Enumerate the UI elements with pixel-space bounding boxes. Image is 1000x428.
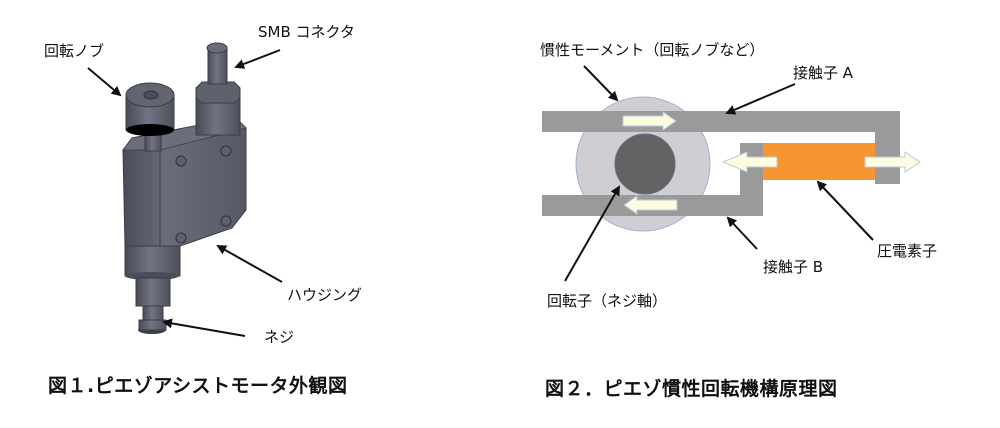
figure2-caption: 図２．ピエゾ慣性回転機構原理図 (545, 378, 838, 400)
screw-icon (220, 215, 232, 227)
contact-a (542, 111, 900, 184)
screw-icon (175, 155, 187, 167)
smb-connector (195, 42, 241, 136)
arrow-left-icon (623, 195, 678, 215)
arrow-right-icon (864, 151, 921, 173)
piezo-element (763, 143, 875, 180)
screw-icon (220, 145, 232, 157)
label-housing: ハウジング (287, 286, 363, 304)
contact-b (542, 143, 763, 216)
label-contact-a: 接触子 A (793, 64, 854, 82)
label-piezo-element: 圧電素子 (877, 242, 938, 260)
label-contact-b: 接触子 B (763, 258, 824, 276)
lower-shaft (124, 245, 181, 334)
label-screw: ネジ (264, 328, 295, 346)
rotary-knob (125, 82, 175, 152)
figure2-diagram (542, 65, 921, 282)
arrow-left-icon (721, 151, 778, 173)
rotor (614, 133, 676, 195)
label-inertia-moment: 慣性モーメント（回転ノブなど） (540, 41, 765, 59)
label-smb-connector: SMB コネクタ (258, 23, 355, 41)
screw-icon (175, 232, 187, 244)
arrow-right-icon (622, 111, 677, 131)
label-rotary-knob: 回転ノブ (44, 42, 105, 60)
housing (122, 117, 247, 247)
figure1-caption: 図１.ピエゾアシストモータ外観図 (48, 375, 348, 397)
label-rotor: 回転子（ネジ軸） (547, 292, 668, 310)
